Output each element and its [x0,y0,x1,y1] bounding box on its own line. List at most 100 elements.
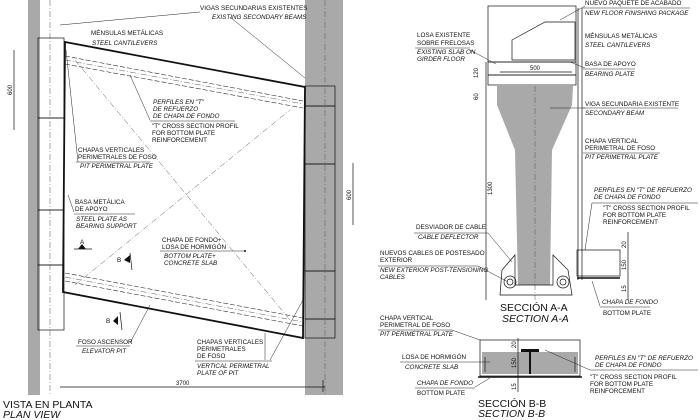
label-aa-chapa-vert-3: PIT PERIMETRAL PLATE [585,154,659,161]
dim-60: 60 [474,93,480,100]
label-basa-en-2: BEARING SUPPORT [76,223,138,230]
label-aa-perfiles-es-2: DE CHAPA DE FONDO [594,194,661,201]
t-profile-web [529,352,531,374]
label-cables-en-2: CABLES [380,274,406,281]
label-nuevo-en: NEW FLOOR FINISHING PACKAGE [585,10,689,17]
dim-aa-15: 15 [622,285,628,292]
label-foso-es: FOSO ASCENSOR [78,339,133,346]
dim-1300: 1300 [488,181,494,195]
label-losa-en-2: GIRDER FLOOR [417,56,465,63]
cable-deflector [499,254,573,296]
label-mensulas-es: MÉNSULAS METÁLICAS [91,28,163,37]
label-chapa-fondo-en-1: BOTTOM PLATE+ [164,253,216,260]
label-viga-es: VIGA SECUNDARIA EXISTENTE [585,101,679,108]
label-bb-chapa-vert-3: PIT PERIMETRAL PLATE [380,331,454,338]
section-marker-b-top: B [117,252,133,271]
label-losa-es-2: SOBRE FRELOSAS [417,40,474,47]
elevator-pit-outline [62,40,306,340]
section-marker-b-bottom: B [106,311,123,331]
label-perfiles-en-3: REINFORCEMENT [152,137,207,144]
plan-view-title: VISTA EN PLANTA [3,399,92,411]
dim-120: 120 [474,67,480,78]
label-basa-es-1: BASA METÁLICA [75,197,125,206]
label-bb-chapa-vert-2: PERIMETRAL DE FOSO [380,322,450,329]
label-bb-perfiles-en-3: REINFORCEMENT [590,388,645,395]
label-aa-chapa-vert-2: PERIMETRAL DE FOSO [585,145,655,152]
label-bb-chapa-vert-1: CHAPA VERTICAL [380,315,434,322]
label-perfiles-en-1: "T" CROSS SECTION PROFIL [152,123,239,130]
label-vigas-en: EXISTING SECONDARY BEAMS [212,14,307,21]
section-b-letter-bottom: B [106,318,110,325]
dim-aa-150: 150 [622,259,628,270]
label-cables-es-2: EXTERIOR [380,257,413,264]
label-bb-losa-es: LOSA DE HORMIGÓN [402,352,466,361]
dim-500: 500 [530,66,541,72]
label-bb-perfiles-es-2: DE CHAPA DE FONDO [595,362,662,369]
label-aa-chapa-fondo-es: CHAPA DE FONDO [602,299,658,306]
label-chapas2-en-1: VERTICAL PERIMETRAL [197,363,270,370]
left-wall [28,0,40,395]
plan-view-subtitle: PLAN VIEW [3,409,61,420]
label-aa-mensulas-es: MÉNSULAS METÁLICAS [585,31,657,40]
right-wall [305,0,343,395]
label-chapas2-es-2: PERIMETRALES [197,346,246,353]
label-aa-perfiles-en-1: "T" CROSS SECTION PROFIL [603,205,690,212]
label-basa-en-1: STEEL PLATE AS [76,216,128,223]
label-aa-perfiles-en-3: REINFORCEMENT [603,219,658,226]
section-marker-a: A [74,239,92,250]
section-a-letter: A [80,239,85,246]
steel-cantilever [511,21,576,61]
label-bb-losa-en: CONCRETE SLAB [405,364,458,371]
label-chapa-fondo-es-2: LOSA DE HORMIGÓN [162,242,226,251]
label-bb-chapa-fondo-es: CHAPA DE FONDO [417,380,473,387]
label-bb-chapa-fondo-en: BOTTOM PLATE [417,390,465,397]
label-cables-en-1: NEW EXTERIOR POST-TENSIONING [380,267,488,274]
dim-left-600: 600 [8,84,14,95]
label-chapa-fondo-en-2: CONCRETE SLAB [164,260,217,267]
label-bb-perfiles-es-1: PERFILES EN "T" DE REFUERZO [595,355,693,362]
label-basa-apoyo-es: BASA DE APOYO [585,61,636,68]
section-bb-title: SECCIÓN B-B [478,397,546,410]
label-chapas-en: PIT PERIMETRAL PLATE [80,163,154,170]
label-chapas2-en-2: PLATE OF PIT [197,370,240,377]
label-chapas2-es-3: DE FOSO [197,353,225,360]
label-desviador-es: DESVIADOR DE CABLE [416,224,486,231]
section-aa-title: SECCIÓN A-A [500,301,568,314]
label-chapas-es-2: PERIMETRALES DE FOSO [78,154,157,161]
label-aa-mensulas-en: STEEL CANTILEVERS [585,42,651,49]
label-bb-perfiles-en-2: FOR BOTTOM PLATE [590,381,653,388]
dim-bottom-3700: 3700 [176,381,190,387]
section-aa-subtitle: SECTION A-A [502,313,569,325]
label-viga-en: SECONDARY BEAM [585,110,645,117]
label-mensulas-en: STEEL CANTILEVERS [92,40,158,47]
dim-right-600: 600 [347,189,353,200]
label-perfiles-es-1: PERFILES EN "T" [153,99,205,106]
dim-bb-20: 20 [512,341,518,348]
label-aa-perfiles-en-2: FOR BOTTOM PLATE [603,212,666,219]
left-wall-panels [37,37,65,331]
plan-view: 600 600 3700 VIGAS SECUNDARIAS EXISTENTE… [3,0,354,420]
label-perfiles-es-3: DE CHAPA DE FONDO [153,113,220,120]
label-chapa-fondo-es-1: CHAPA DE FONDO+ [162,237,222,244]
section-b-letter-top: B [117,257,121,264]
t-profile-flange [521,349,539,352]
label-losa-es-1: LOSA EXISTENTE [417,32,470,39]
dim-bb-15: 15 [512,383,518,390]
label-nuevo-es: NUEVO PAQUETE DE ACABADO [585,0,682,7]
label-desviador-en: CABLE DEFLECTOR [418,234,479,241]
label-losa-en-1: EXISTING SLAB ON [417,49,476,56]
dim-bb-150: 150 [512,357,518,368]
label-chapas-es-1: CHAPAS VERTICALES [78,147,144,154]
label-aa-chapa-vert-1: CHAPA VERTICAL [585,138,639,145]
section-a-a: 120 60 1300 500 20 150 15 NUEVO PAQUETE … [378,0,698,325]
label-aa-perfiles-es-1: PERFILES EN "T" DE REFUERZO [594,187,692,194]
section-b-b: 20 150 15 CHAPA VERTICAL PERIMETRAL DE F… [378,315,698,420]
label-foso-en: ELEVATOR PIT [82,348,127,355]
label-perfiles-en-2: FOR BOTTOM PLATE [152,130,215,137]
section-bb-subtitle: SECTION B-B [478,408,545,420]
dim-aa-20: 20 [622,241,628,248]
label-basa-apoyo-en: BEARING PLATE [585,71,635,78]
t-profiles [64,55,304,327]
label-bb-perfiles-en-1: "T" CROSS SECTION PROFIL [590,374,677,381]
